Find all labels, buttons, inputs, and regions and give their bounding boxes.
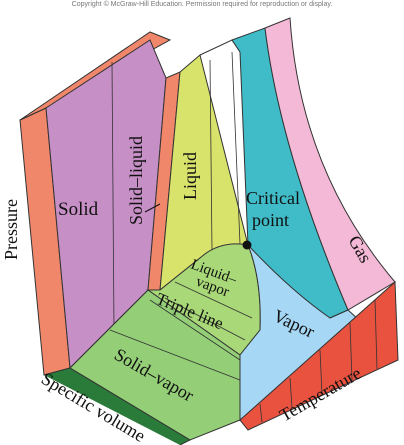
label-solid-liquid: Solid–liquid	[126, 136, 146, 225]
front-wall	[239, 280, 399, 431]
solid-liquid-leader	[144, 203, 161, 213]
label-critical-line1: Critical	[246, 188, 300, 208]
base-edge	[43, 367, 192, 445]
label-critical-line2: point	[252, 210, 289, 230]
label-liquid: Liquid	[180, 152, 200, 200]
axis-label-pressure: Pressure	[1, 199, 21, 260]
copyright-notice: Copyright © McGraw-Hill Education. Permi…	[71, 1, 333, 8]
critical-point-marker	[242, 240, 252, 250]
label-solid: Solid	[58, 199, 99, 220]
